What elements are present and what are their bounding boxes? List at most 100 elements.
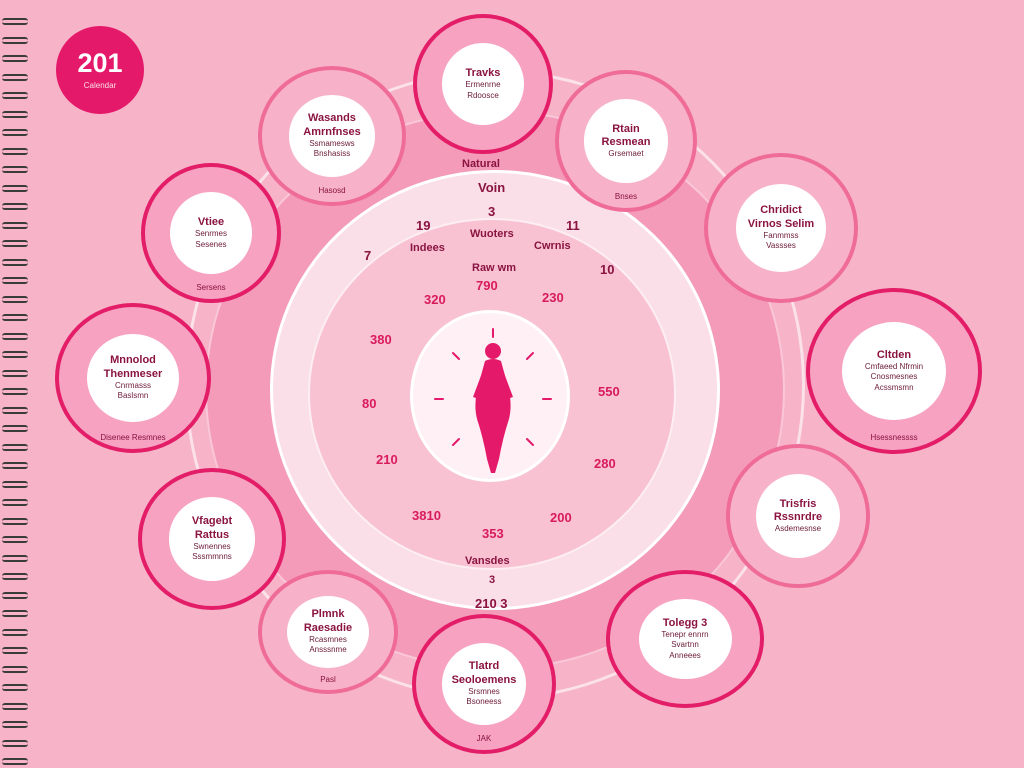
binding-ring — [2, 665, 28, 673]
binding-ring — [2, 536, 28, 543]
node-trisfris[interactable]: Trisfris Rssnrdre Asdemesnse — [726, 444, 870, 588]
node-title: Tlatrd Seoloemens — [451, 660, 517, 686]
node-wasands[interactable]: Wasands Amrnfnses Ssmamesws Bnshasiss Ha… — [258, 66, 406, 206]
woman-figure-icon — [434, 328, 552, 473]
binding-ring — [2, 684, 28, 691]
node-line: Swnennes — [193, 541, 231, 551]
node-tag: JAK — [476, 734, 492, 744]
node-line: Baslsmn — [117, 391, 149, 401]
node-line: Ermenrne — [465, 80, 501, 90]
binding-ring — [2, 92, 28, 99]
node-rtain[interactable]: Rtain Resmean Grsemaet Bnses — [555, 70, 697, 212]
node-mnnolod[interactable]: Mnnolod Thenmeser Cnrmasss Baslsmn Disen… — [55, 303, 211, 453]
wheel-top-numeral: 3 — [488, 204, 496, 219]
node-line: Grsemaet — [608, 148, 644, 158]
inner-value-380: 380 — [370, 332, 392, 347]
binding-ring — [2, 591, 28, 599]
inner-label-raw: Raw wm — [472, 262, 517, 274]
node-title: Travks — [465, 67, 501, 79]
node-line: Srsmnes — [468, 686, 500, 696]
binding-ring — [2, 647, 28, 654]
node-line: Rdoosce — [467, 90, 499, 100]
binding-ring — [2, 628, 28, 636]
node-line: Ssmamesws — [309, 138, 355, 148]
node-line: Senrmes — [194, 229, 227, 239]
binding-ring — [2, 110, 28, 118]
binding-ring — [2, 258, 28, 266]
binding-ring — [2, 36, 28, 44]
binding-ring — [2, 18, 28, 25]
node-title: Chridict Virnos Selim — [747, 204, 815, 230]
binding-ring — [2, 388, 28, 395]
spiral-binding — [0, 0, 34, 768]
node-line: Bnshasiss — [313, 149, 351, 159]
ring-label-11: 11 — [566, 218, 580, 233]
node-cltden[interactable]: Cltden Cmfaeed Nfrmin Cnosmesnes Acssmsm… — [806, 288, 982, 454]
binding-ring — [2, 203, 28, 210]
node-content: Rtain Resmean Grsemaet — [584, 99, 668, 183]
binding-ring — [2, 129, 28, 136]
node-line: Rcasmnes — [309, 634, 347, 644]
binding-ring — [2, 351, 28, 358]
node-line: Anneees — [669, 650, 701, 660]
node-tag: Hsessnessss — [870, 433, 918, 443]
binding-ring — [2, 758, 28, 765]
binding-ring — [2, 499, 28, 506]
node-title: Trisfris Rssnrdre — [773, 497, 823, 523]
binding-ring — [2, 702, 28, 710]
ring-label-10: 10 — [600, 262, 615, 277]
binding-ring — [2, 721, 28, 728]
node-content: Trisfris Rssnrdre Asdemesnse — [755, 473, 841, 559]
ring-label-indees: Indees — [410, 242, 445, 254]
wheel-title: Voin — [478, 180, 506, 195]
node-plmnk[interactable]: Plmnk Raesadie Rcasmnes Ansssnme Pasl — [258, 570, 398, 694]
center-disc — [410, 310, 570, 482]
binding-ring — [2, 443, 28, 451]
inner-value-790: 790 — [476, 278, 498, 293]
node-tag: Disenee Resmnes — [100, 432, 166, 442]
node-line: Svartnn — [671, 640, 699, 650]
binding-ring — [2, 517, 28, 525]
inner-value-210: 210 — [376, 452, 398, 467]
node-content: Tolegg 3 Tenepr ennrn Svartnn Anneees — [638, 598, 732, 680]
node-tlatrd[interactable]: Tlatrd Seoloemens Srsmnes Bsoneess JAK — [412, 614, 556, 754]
binding-ring — [2, 554, 28, 562]
node-title: Mnnolod Thenmeser — [103, 354, 163, 380]
binding-ring — [2, 462, 28, 469]
node-vfagebt[interactable]: Vfagebt Rattus Swnennes Sssmmnns — [138, 468, 286, 610]
node-line: Fanmmss — [763, 230, 799, 240]
node-content: Vtiee Senrmes Sesenes — [170, 192, 252, 274]
binding-ring — [2, 573, 28, 580]
node-travks[interactable]: Travks Ermenrne Rdoosce — [413, 14, 553, 154]
node-tag: Pasl — [320, 675, 336, 685]
binding-ring — [2, 240, 28, 247]
wheel-bottom-label: Vansdes — [465, 555, 510, 567]
binding-ring — [2, 295, 28, 303]
node-title: Plmnk Raesadie — [303, 608, 353, 634]
binding-ring — [2, 369, 28, 377]
node-line: Ansssnme — [309, 645, 347, 655]
node-vtiee[interactable]: Vtiee Senrmes Sesenes Sersens — [141, 163, 281, 303]
node-tag: Sersens — [196, 283, 226, 293]
node-content: Vfagebt Rattus Swnennes Sssmmnns — [168, 497, 256, 581]
ring-label-wuoters: Wuoters — [470, 228, 514, 240]
wheel-top-label: Natural — [462, 158, 500, 170]
binding-ring — [2, 610, 28, 617]
binding-ring — [2, 739, 28, 747]
node-line: Sssmmnns — [192, 552, 232, 562]
node-content: Travks Ermenrne Rdoosce — [442, 43, 524, 125]
binding-ring — [2, 73, 28, 81]
inner-value-280: 280 — [594, 456, 616, 471]
node-content: Plmnk Raesadie Rcasmnes Ansssnme — [287, 596, 369, 668]
inner-value-320: 320 — [424, 292, 446, 307]
node-title: Wasands Amrnfnses — [303, 112, 361, 138]
binding-ring — [2, 166, 28, 173]
binding-ring — [2, 221, 28, 229]
node-chridict[interactable]: Chridict Virnos Selim Fanmmss Vassses — [704, 153, 858, 303]
node-tolegg[interactable]: Tolegg 3 Tenepr ennrn Svartnn Anneees — [606, 570, 764, 708]
binding-ring — [2, 425, 28, 432]
node-line: Vassses — [766, 241, 796, 251]
binding-ring — [2, 55, 28, 62]
wheel-bottom-numeral: 3 — [489, 574, 496, 586]
ring-label-7: 7 — [364, 248, 372, 263]
